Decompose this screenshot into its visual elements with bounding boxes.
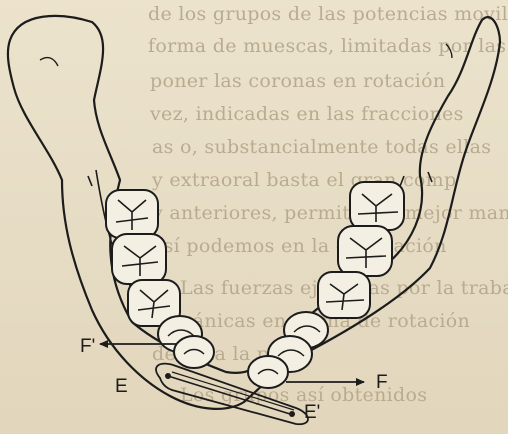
right-canine: [248, 356, 288, 388]
label-elastic-right: E': [304, 402, 320, 423]
right-coronoid-notch: [446, 44, 452, 58]
left-canine: [174, 336, 214, 368]
label-force-right: F: [376, 372, 388, 393]
right-molar-1: [350, 182, 404, 230]
right-ramus-mark: [428, 172, 432, 182]
label-elastic-left: E: [115, 376, 128, 397]
left-molar-2: [112, 234, 166, 284]
right-molar-2: [338, 226, 392, 276]
left-molar-1: [106, 190, 158, 238]
right-molar-3: [318, 272, 370, 318]
label-force-left: F': [80, 336, 95, 357]
left-ramus-mark: [88, 176, 92, 186]
left-coronoid-notch: [40, 58, 58, 66]
